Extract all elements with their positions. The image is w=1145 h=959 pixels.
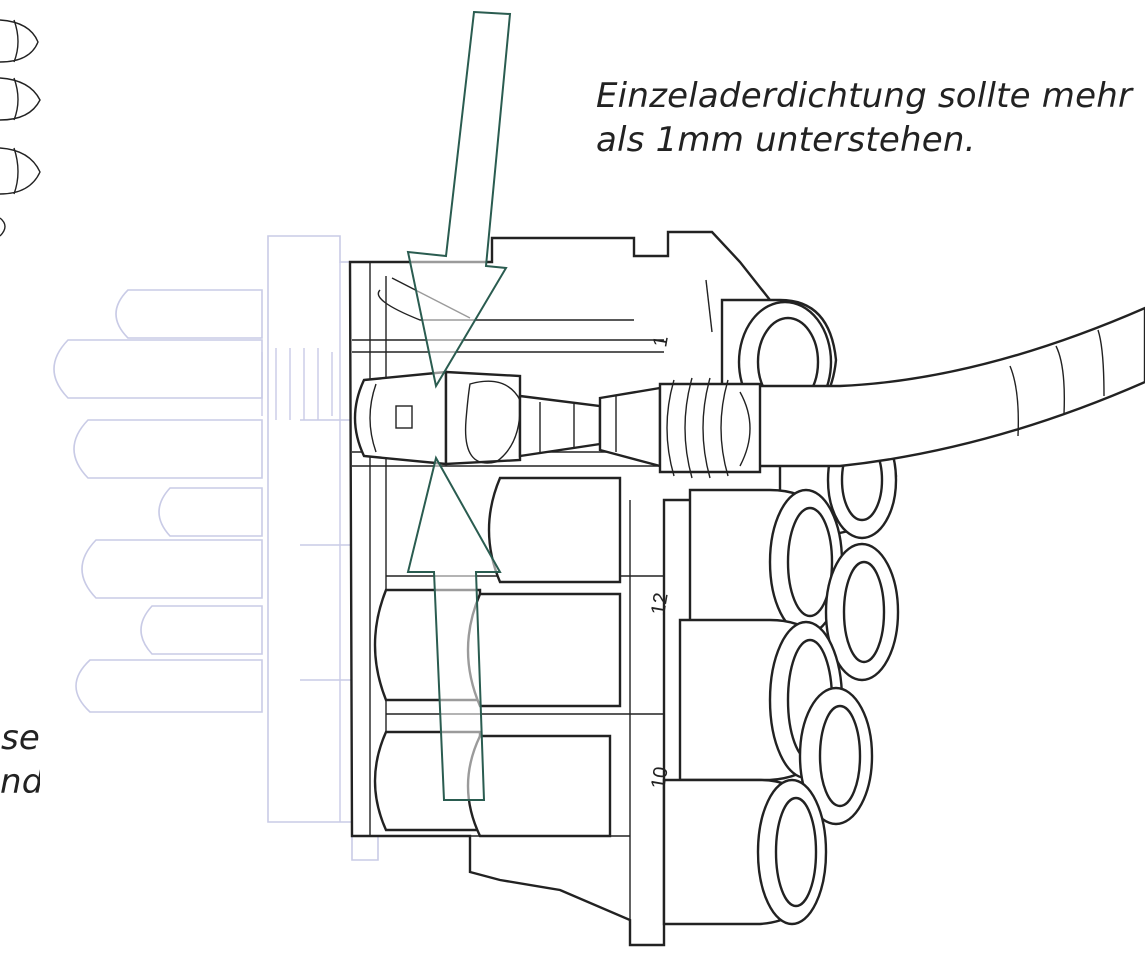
cable — [742, 306, 1145, 468]
seal-instruction-line-1: Einzeladerdichtung sollte mehr — [596, 76, 1133, 116]
seal-instruction-caption: Einzeladerdichtung sollte mehr als 1mm u… — [596, 74, 1136, 162]
measurement-arrow-down — [406, 10, 512, 389]
marking-1: 1 — [649, 334, 673, 349]
measurement-arrow-up — [406, 455, 502, 801]
cropped-caption-line-1: se — [0, 718, 40, 758]
contact-with-seal — [353, 370, 762, 479]
cropped-caption: se nd — [0, 716, 40, 804]
marking-10: 10 — [647, 765, 673, 791]
tube-ends — [662, 298, 900, 926]
faded-pin-tips-top — [0, 19, 41, 237]
seal-instruction-line-2: als 1mm unterstehen. — [596, 120, 976, 160]
cropped-caption-line-2: nd — [0, 762, 40, 802]
ghost-housing-left — [53, 235, 379, 861]
marking-12: 12 — [647, 591, 673, 617]
